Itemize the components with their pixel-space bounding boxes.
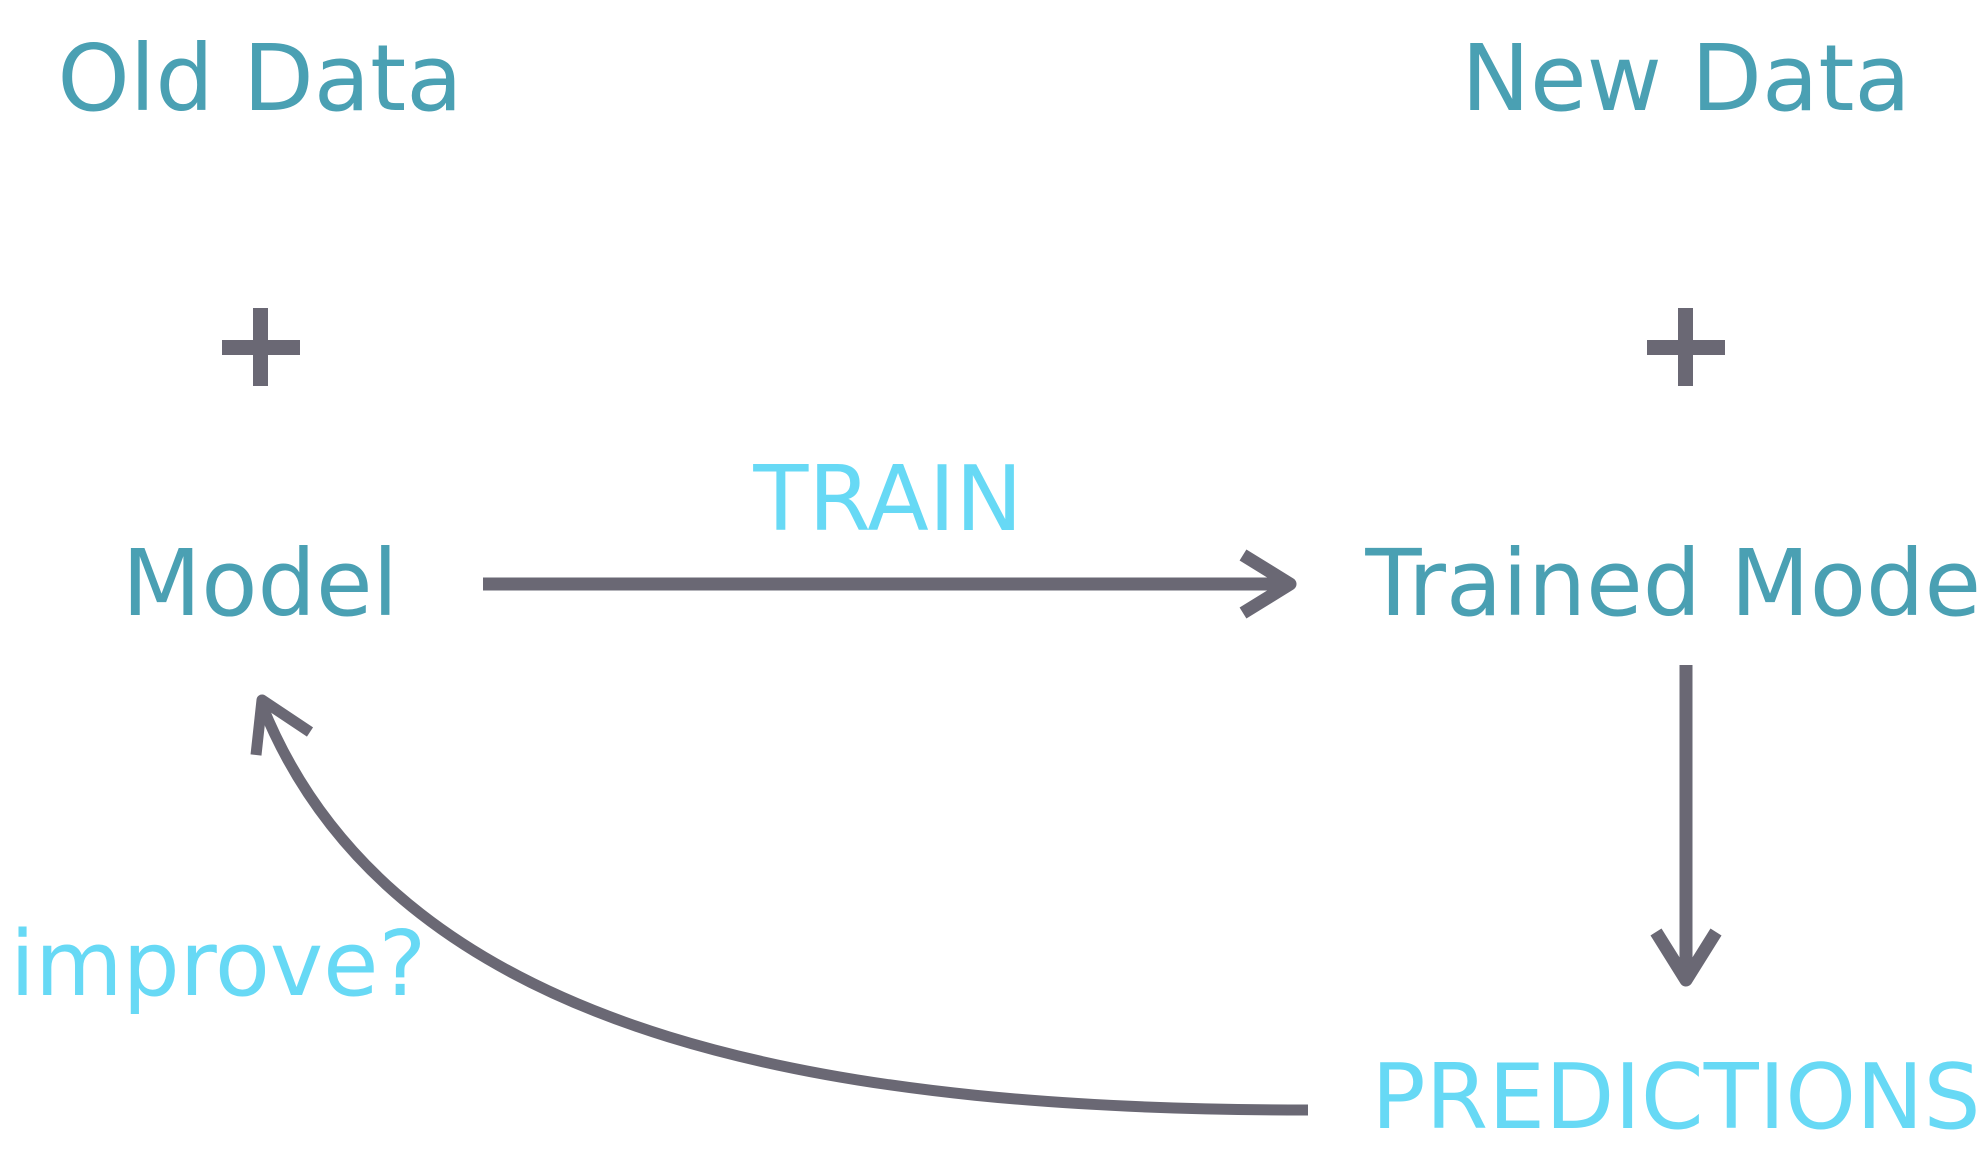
feedback-arrow: [250, 694, 1309, 1116]
improve-label: improve?: [10, 912, 426, 1017]
train-arrow: [483, 549, 1297, 619]
left-plus-icon: +: [222, 308, 300, 386]
model-label: Model: [122, 530, 398, 637]
right-plus-icon: +: [1647, 308, 1725, 386]
train-label: TRAIN: [752, 447, 1022, 552]
predict-arrow: [1650, 665, 1722, 987]
predictions-label: PREDICTIONS: [1371, 1045, 1980, 1150]
old-data-label: Old Data: [57, 25, 462, 132]
trained-model-label: Trained Model: [1364, 530, 1988, 637]
new-data-label: New Data: [1461, 25, 1911, 132]
